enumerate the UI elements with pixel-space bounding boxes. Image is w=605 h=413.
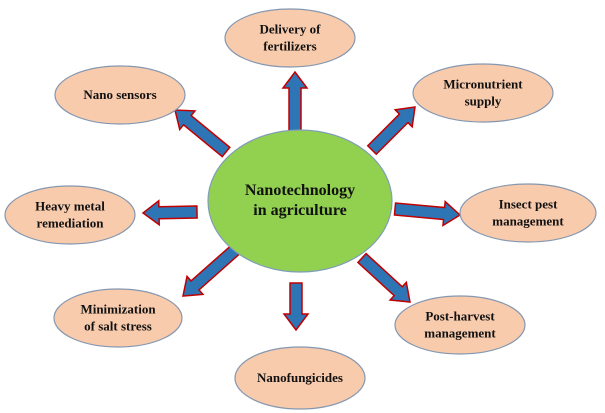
node-label-post-harvest-management-line: Post-harvest (425, 309, 495, 324)
node-label-delivery-of-fertilizers-line: fertilizers (263, 39, 316, 54)
node-label-minimization-of-salt-stress: Minimization of salt stress (80, 302, 156, 334)
node-nanofungicides (234, 346, 366, 410)
node-label-insect-pest-management-line: management (492, 214, 564, 229)
node-delivery-of-fertilizers (224, 8, 356, 68)
arrow-to-insect-pest-management (393, 200, 462, 227)
node-label-micronutrient-supply-line: Micronutrient (443, 77, 523, 92)
node-label-minimization-of-salt-stress-line: Minimization (80, 302, 156, 317)
arrow-to-minimization-of-salt-stress (182, 244, 241, 297)
node-label-insect-pest-management-line: Insect pest (499, 197, 559, 212)
center-label-line: in agriculture (253, 202, 346, 219)
arrow-to-post-harvest-management (356, 252, 411, 303)
node-label-nano-sensors: Nano sensors (83, 87, 156, 102)
node-nano-sensors (54, 65, 186, 125)
arrow-to-micronutrient-supply (366, 106, 416, 156)
arrow-to-nanofungicides (282, 282, 310, 332)
node-label-micronutrient-supply: Micronutrient supply (443, 77, 523, 109)
node-label-micronutrient-supply-line: supply (465, 94, 502, 109)
arrow-to-heavy-metal-remediation (141, 199, 198, 227)
node-post-harvest-management (394, 295, 526, 355)
center-label-line: Nanotechnology (245, 182, 355, 199)
node-label-post-harvest-management-line: management (424, 326, 496, 341)
node-label-heavy-metal-remediation: Heavy metal remediation (35, 199, 105, 231)
node-label-minimization-of-salt-stress-line: of salt stress (84, 319, 152, 334)
node-label-heavy-metal-remediation-line: Heavy metal (35, 199, 105, 214)
center-label: Nanotechnology in agriculture (245, 182, 355, 219)
node-label-nano-sensors-line: Nano sensors (83, 87, 156, 102)
node-label-post-harvest-management: Post-harvest management (424, 309, 496, 341)
node-minimization-of-salt-stress (53, 288, 183, 348)
center-node (207, 129, 393, 273)
node-heavy-metal-remediation (4, 185, 136, 245)
node-micronutrient-supply (412, 63, 554, 123)
arrow-to-nano-sensors (174, 109, 231, 158)
node-label-heavy-metal-remediation-line: remediation (37, 216, 105, 231)
node-label-delivery-of-fertilizers: Delivery of fertilizers (259, 22, 321, 54)
node-label-delivery-of-fertilizers-line: Delivery of (259, 22, 321, 37)
arrow-to-delivery-of-fertilizers (281, 70, 309, 134)
node-label-nanofungicides: Nanofungicides (257, 370, 343, 385)
node-label-nanofungicides-line: Nanofungicides (257, 370, 343, 385)
node-insect-pest-management (459, 183, 597, 243)
node-label-insect-pest-management: Insect pest management (492, 197, 564, 229)
